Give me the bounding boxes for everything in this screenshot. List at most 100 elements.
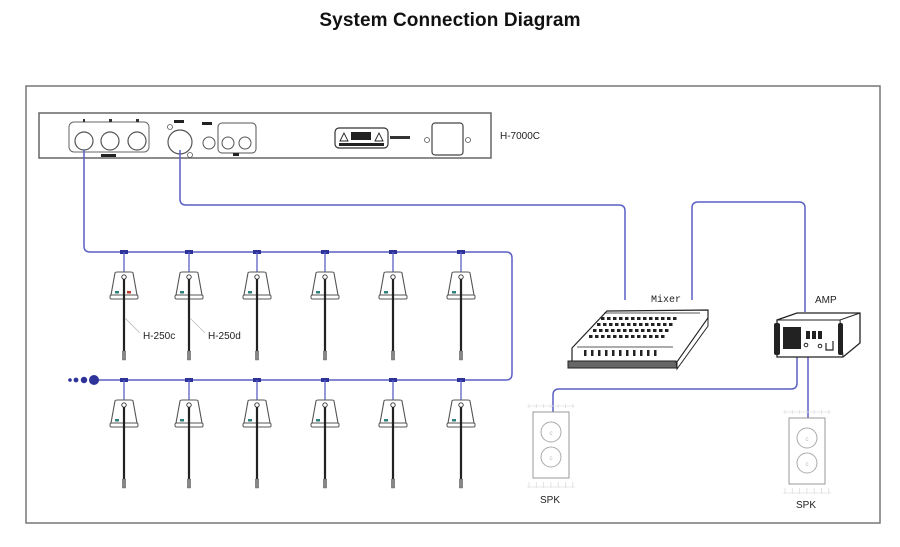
mic-capsule — [459, 350, 463, 361]
mixer-knob — [625, 335, 629, 338]
microphone-unit — [446, 250, 476, 361]
mixer-knob — [669, 323, 673, 326]
mixer-knob — [623, 329, 627, 332]
mixer-knob — [639, 323, 643, 326]
mixer-knob — [645, 323, 649, 326]
mixer-knob — [635, 329, 639, 332]
svg-text:c: c — [550, 456, 553, 462]
mixer-knob — [673, 317, 677, 320]
mixer-fader — [605, 350, 608, 356]
continuation-dot — [80, 376, 88, 384]
mixer-knob — [627, 323, 631, 326]
speaker-left: c c — [527, 404, 575, 488]
mic-led-green — [316, 291, 320, 294]
mic-led-green — [180, 291, 184, 294]
svg-text:c: c — [806, 437, 809, 443]
wiring — [83, 150, 809, 418]
rec-out-port — [202, 136, 216, 150]
mixer-knob — [631, 335, 635, 338]
mixer-knob — [643, 317, 647, 320]
mixer-knob — [597, 323, 601, 326]
microphone-unit — [242, 378, 272, 489]
mic-capsule — [122, 350, 126, 361]
mic-led-green — [180, 419, 184, 422]
mic-capsule — [187, 350, 191, 361]
microphone-unit — [109, 378, 139, 489]
mic-led-green — [316, 419, 320, 422]
mixer-knob — [631, 317, 635, 320]
mic-led-green — [384, 419, 388, 422]
mixer-knob — [641, 329, 645, 332]
mixer-knob — [625, 317, 629, 320]
mic-capsule — [323, 350, 327, 361]
mixer-knob — [649, 317, 653, 320]
mic-capsule — [391, 478, 395, 489]
main-unit-label: H-7000C — [500, 131, 540, 142]
mixer-knob — [657, 323, 661, 326]
mixer-fader — [619, 350, 622, 356]
mic-input-port-3 — [127, 131, 147, 151]
microphone-unit — [446, 378, 476, 489]
amp-label: AMP — [815, 295, 837, 306]
mixer-knob — [655, 317, 659, 320]
mixer-knob — [663, 323, 667, 326]
mixer-knob — [621, 323, 625, 326]
main-unit — [38, 112, 492, 159]
mixer-knob — [647, 329, 651, 332]
mixer-knob — [613, 335, 617, 338]
label-leader-line — [189, 317, 206, 334]
mixer-knob — [665, 329, 669, 332]
wire-mixer-to-amp — [691, 201, 806, 312]
mixer-knob — [605, 329, 609, 332]
continuation-dots — [68, 375, 99, 385]
wire-main-to-mic-bus — [83, 150, 513, 381]
mixer-fader — [584, 350, 587, 356]
continuation-dot — [73, 377, 79, 383]
mic-capsule — [122, 478, 126, 489]
label-leader-line — [124, 317, 141, 334]
mic-capsule — [255, 478, 259, 489]
wire-lineout-to-mixer — [179, 150, 626, 300]
microphone-unit — [378, 378, 408, 489]
mic-led-green — [248, 291, 252, 294]
mixer-knob — [655, 335, 659, 338]
mixer-knob — [617, 329, 621, 332]
mixer-knob — [613, 317, 617, 320]
mixer-fader — [640, 350, 643, 356]
continuation-dot — [68, 378, 72, 382]
mixer-controls — [577, 312, 700, 356]
amp-grille — [783, 327, 801, 349]
mic-led-red — [127, 291, 131, 294]
speaker-right: c c — [783, 410, 831, 494]
mixer-knob — [593, 329, 597, 332]
mixer-knob — [653, 329, 657, 332]
mic-input-port-1 — [74, 131, 94, 151]
mic-capsule — [323, 478, 327, 489]
mic-model-label: H-250c — [143, 331, 175, 342]
mixer-fader — [626, 350, 629, 356]
mixer-knob — [661, 317, 665, 320]
mixer-knob — [601, 335, 605, 338]
microphone-units — [109, 250, 476, 489]
mixer-fader — [598, 350, 601, 356]
microphone-unit — [242, 250, 272, 361]
mic-led-green — [115, 419, 119, 422]
mixer-knob — [609, 323, 613, 326]
mic-led-green — [115, 291, 119, 294]
microphone-unit — [310, 378, 340, 489]
mixer-knob — [649, 335, 653, 338]
svg-text:c: c — [550, 431, 553, 437]
microphone-unit — [378, 250, 408, 361]
microphone-unit — [174, 250, 204, 361]
mic-capsule — [391, 350, 395, 361]
mixer-knob — [643, 335, 647, 338]
mixer-label: Mixer — [651, 294, 681, 306]
mixer-fader — [612, 350, 615, 356]
mixer-knob — [637, 317, 641, 320]
mixer-knob — [659, 329, 663, 332]
mixer-knob — [667, 317, 671, 320]
mixer-knob — [661, 335, 665, 338]
power-socket — [431, 122, 464, 156]
